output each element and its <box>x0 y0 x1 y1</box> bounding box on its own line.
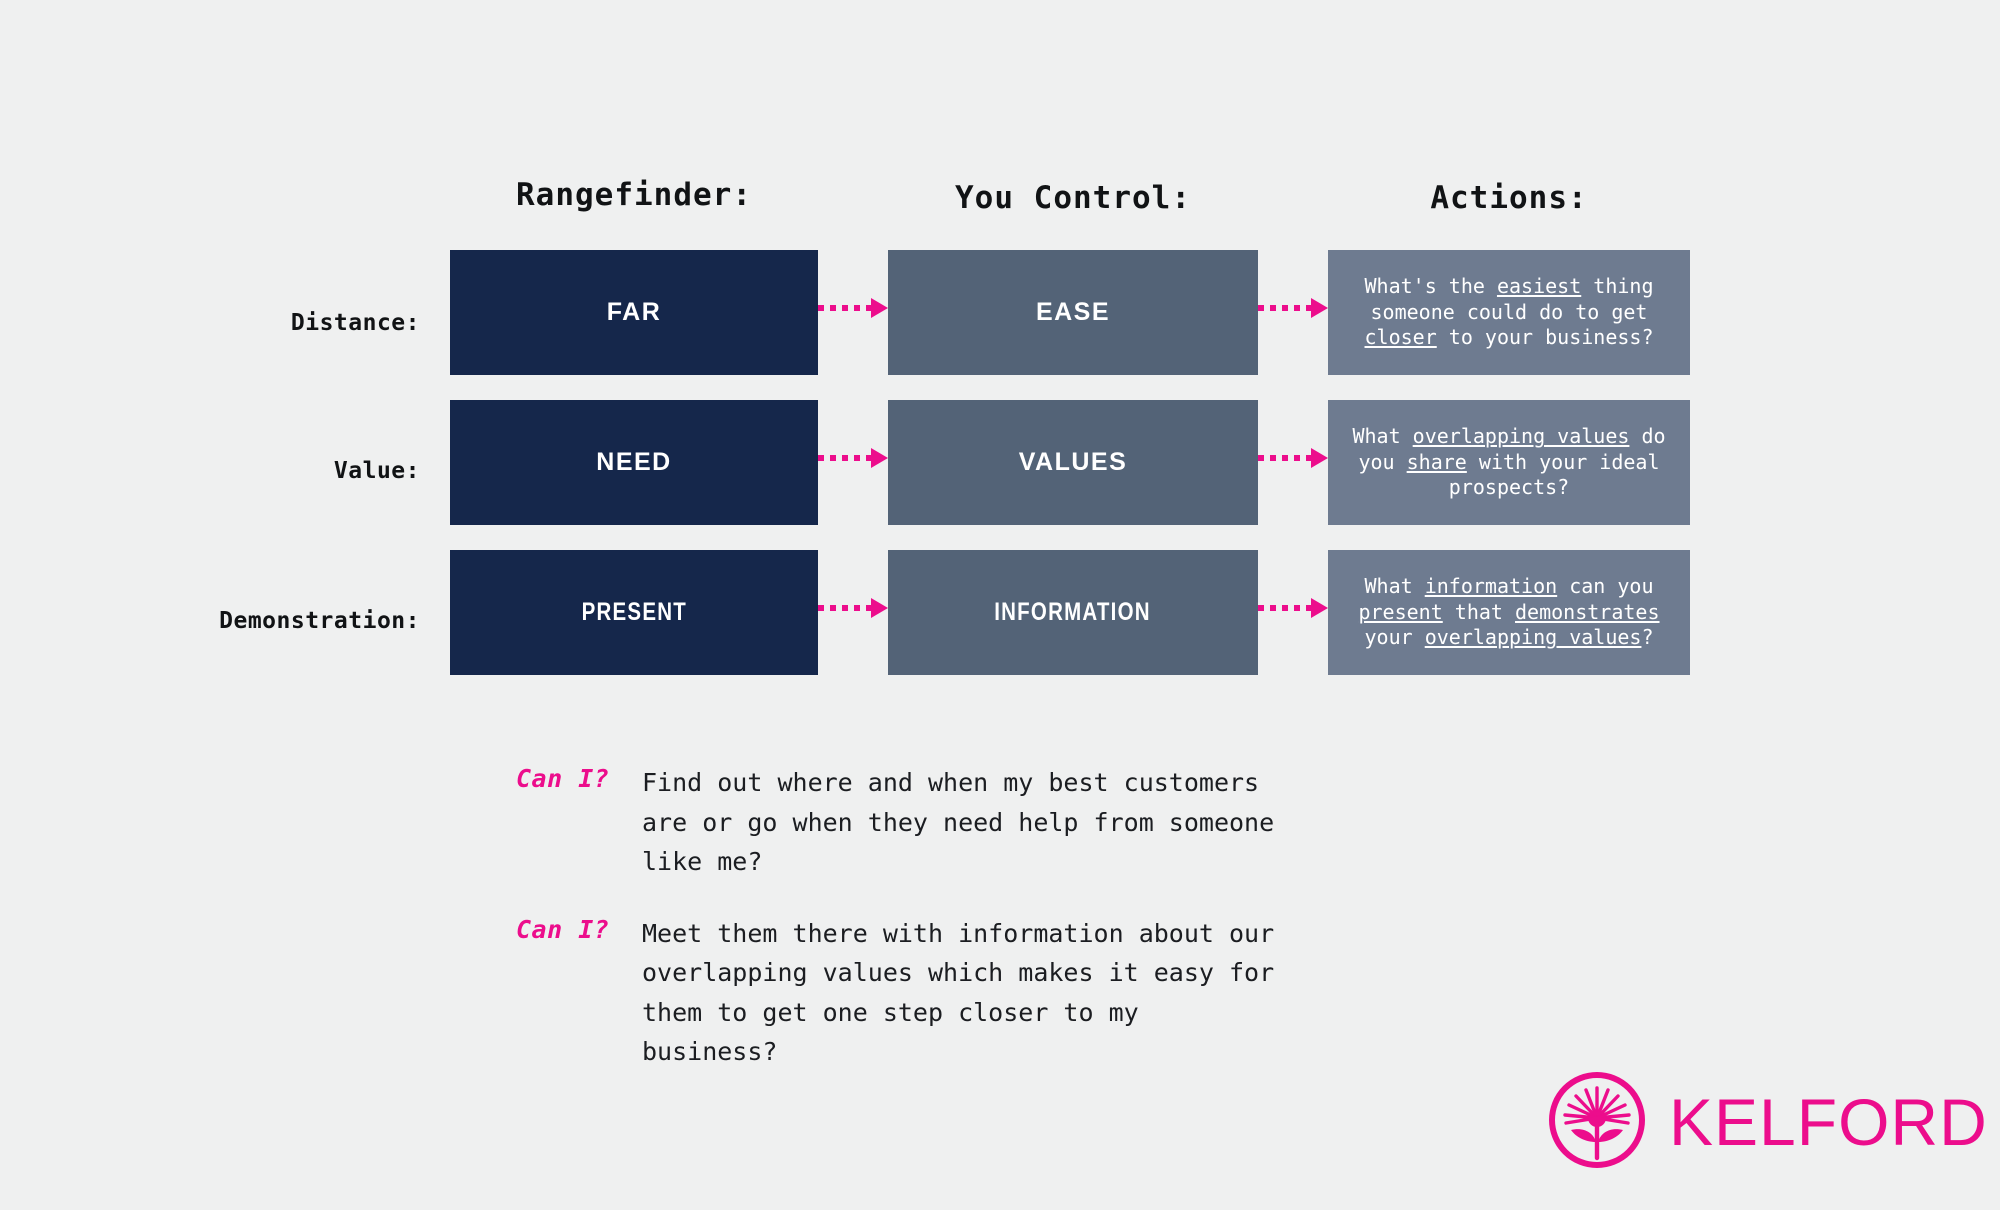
can-i-question-item: Can I? Find out where and when my best c… <box>516 763 1276 882</box>
rangefinder-box-far-label: FAR <box>606 298 662 326</box>
can-i-label: Can I? <box>516 764 610 793</box>
can-i-question-list: Can I? Find out where and when my best c… <box>516 763 1276 1104</box>
kelford-logo: KELFORD <box>1545 1068 1988 1176</box>
connector-arrow-ease-to-action <box>1258 298 1328 318</box>
rangefinder-box-present-label: PRESENT <box>581 598 687 626</box>
connector-arrow-far-to-ease <box>818 298 888 318</box>
row-label-demonstration: Demonstration: <box>219 608 420 634</box>
connector-arrow-need-to-values <box>818 448 888 468</box>
control-box-ease: EASE <box>888 250 1258 375</box>
flower-in-circle-icon <box>1545 1068 1649 1176</box>
column-header-actions: Actions: <box>1430 180 1588 216</box>
action-box-distance: What's the easiest thing someone could d… <box>1328 250 1690 375</box>
rangefinder-box-present: PRESENT <box>450 550 818 675</box>
can-i-question-item: Can I? Meet them there with information … <box>516 914 1276 1072</box>
connector-arrow-values-to-action <box>1258 448 1328 468</box>
rangefinder-box-need-label: NEED <box>596 448 672 476</box>
action-box-distance-text: What's the easiest thing someone could d… <box>1364 274 1654 350</box>
rangefinder-box-need: NEED <box>450 400 818 525</box>
action-box-value: What overlapping values do you share wit… <box>1328 400 1690 525</box>
control-box-values: VALUES <box>888 400 1258 525</box>
column-header-you-control: You Control: <box>955 180 1191 216</box>
control-box-information: INFORMATION <box>888 550 1258 675</box>
kelford-wordmark: KELFORD <box>1669 1085 1988 1159</box>
can-i-question-text: Meet them there with information about o… <box>642 918 1275 1067</box>
connector-arrow-information-to-action <box>1258 598 1328 618</box>
action-box-value-text: What overlapping values do you share wit… <box>1352 424 1666 500</box>
connector-arrow-present-to-information <box>818 598 888 618</box>
action-box-demonstration-text: What information can you present that de… <box>1358 574 1660 650</box>
can-i-label: Can I? <box>516 914 610 944</box>
action-box-demonstration: What information can you present that de… <box>1328 550 1690 675</box>
control-box-information-label: INFORMATION <box>994 598 1152 626</box>
row-label-distance: Distance: <box>290 310 420 336</box>
can-i-question-text: Find out where and when my best customer… <box>642 768 1275 876</box>
rangefinder-box-far: FAR <box>450 250 818 375</box>
control-box-values-label: VALUES <box>1018 448 1128 476</box>
row-label-value: Value: <box>333 458 420 484</box>
control-box-ease-label: EASE <box>1035 298 1111 326</box>
column-header-rangefinder: Rangefinder: <box>516 177 752 213</box>
